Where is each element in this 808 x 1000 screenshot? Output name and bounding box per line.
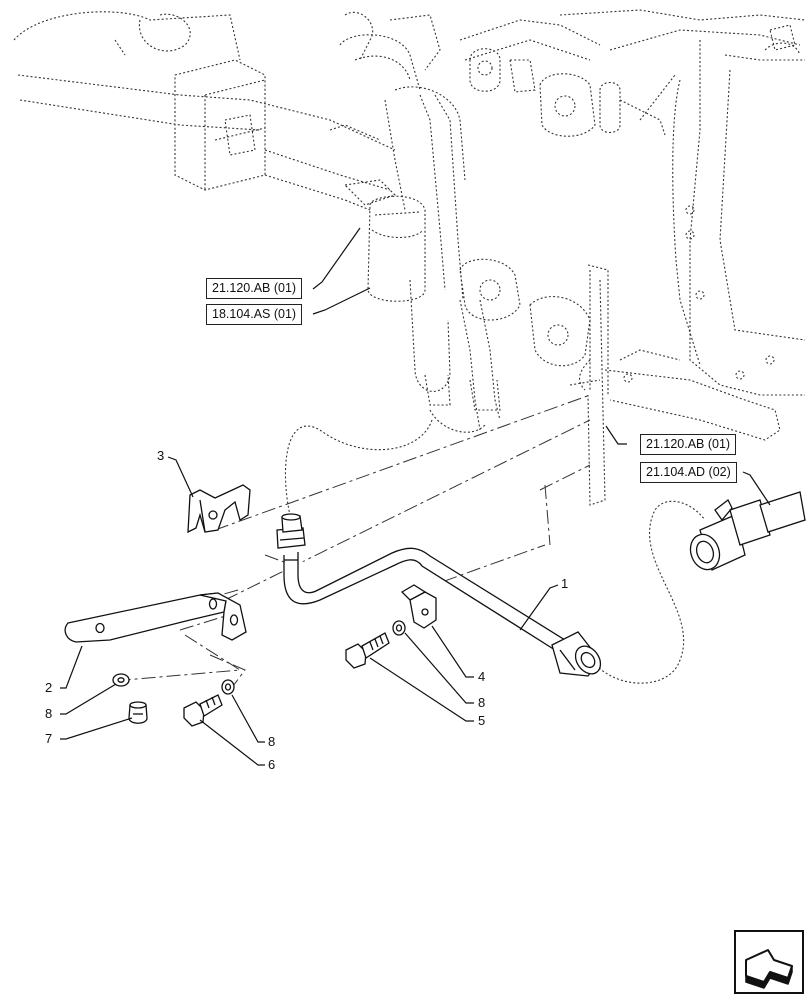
next-page-arrow-icon bbox=[734, 930, 804, 994]
callout-8-center: 8 bbox=[268, 734, 276, 749]
callout-8-right: 8 bbox=[478, 695, 486, 710]
part-2-bracket bbox=[64, 592, 247, 643]
reference-18-104-as[interactable]: 18.104.AS (01) bbox=[206, 304, 303, 325]
leader-lines bbox=[60, 227, 771, 766]
part-8-washers bbox=[112, 620, 406, 695]
reference-21-104-ad[interactable]: 21.104.AD (02) bbox=[640, 462, 737, 483]
callout-7: 7 bbox=[45, 731, 53, 746]
part-4-small-clip bbox=[400, 584, 437, 629]
part-3-clip bbox=[187, 484, 251, 534]
callout-8-left: 8 bbox=[45, 706, 53, 721]
part-7-screw bbox=[128, 701, 148, 724]
callout-5: 5 bbox=[478, 713, 486, 728]
connection-hoses bbox=[284, 419, 706, 684]
callout-6: 6 bbox=[268, 757, 276, 772]
tractor-frame-background bbox=[13, 9, 806, 506]
callout-2: 2 bbox=[45, 680, 53, 695]
reference-21-120-ab-upper[interactable]: 21.120.AB (01) bbox=[206, 278, 303, 299]
callout-3: 3 bbox=[157, 448, 165, 463]
part-1-tube-assembly bbox=[276, 513, 602, 677]
coupling-fitting bbox=[689, 491, 806, 571]
callout-4: 4 bbox=[478, 669, 486, 684]
callout-1: 1 bbox=[561, 576, 569, 591]
reference-21-120-ab-right[interactable]: 21.120.AB (01) bbox=[640, 434, 737, 455]
next-page-button[interactable] bbox=[734, 930, 804, 994]
part-6-bolt bbox=[183, 694, 223, 727]
part-5-bolt bbox=[345, 632, 390, 669]
